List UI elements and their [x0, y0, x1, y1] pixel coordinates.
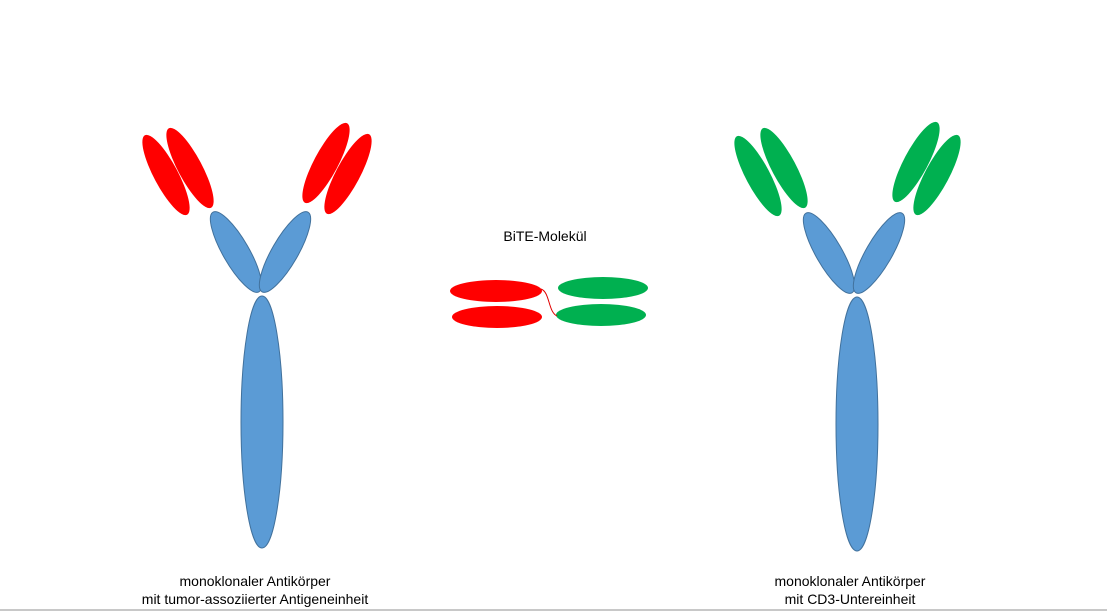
- left-antibody: [142, 122, 372, 549]
- bite-green-domain: [558, 277, 648, 299]
- tumor-binding-domain: [302, 122, 350, 204]
- bottom-divider: [0, 609, 1107, 611]
- right-antibody-stem: [835, 296, 879, 552]
- cd3-binding-domain: [913, 134, 961, 216]
- bite-title: BiTE-Molekül: [503, 228, 587, 244]
- right-antibody-arm-left: [802, 212, 856, 294]
- left-antibody-stem: [240, 295, 284, 549]
- cd3-binding-domain: [892, 121, 940, 203]
- right-label-line2: mit CD3-Untereinheit: [784, 591, 916, 607]
- bite-green-domain: [556, 304, 646, 326]
- bite-molecule: [450, 277, 648, 328]
- left-antibody-arm-right: [258, 211, 312, 293]
- right-antibody: [734, 121, 961, 552]
- left-label-line2: mit tumor-assoziierter Antigeneinheit: [141, 591, 369, 607]
- left-antibody-label: monoklonaler Antikörper mit tumor-assozi…: [130, 572, 380, 608]
- cd3-binding-domain: [760, 127, 808, 209]
- bite-linker: [540, 288, 558, 317]
- bite-red-domain: [450, 280, 542, 302]
- left-label-line1: monoklonaler Antikörper: [179, 573, 331, 589]
- left-antibody-arm-left: [209, 211, 263, 293]
- right-antibody-arm-right: [852, 212, 906, 294]
- right-label-line1: monoklonaler Antikörper: [774, 573, 926, 589]
- bite-red-domain: [452, 306, 542, 328]
- tumor-binding-domain: [324, 133, 372, 215]
- tumor-binding-domain: [142, 134, 190, 216]
- cd3-binding-domain: [734, 135, 782, 217]
- right-antibody-label: monoklonaler Antikörper mit CD3-Unterein…: [725, 572, 975, 608]
- tumor-binding-domain: [166, 127, 214, 209]
